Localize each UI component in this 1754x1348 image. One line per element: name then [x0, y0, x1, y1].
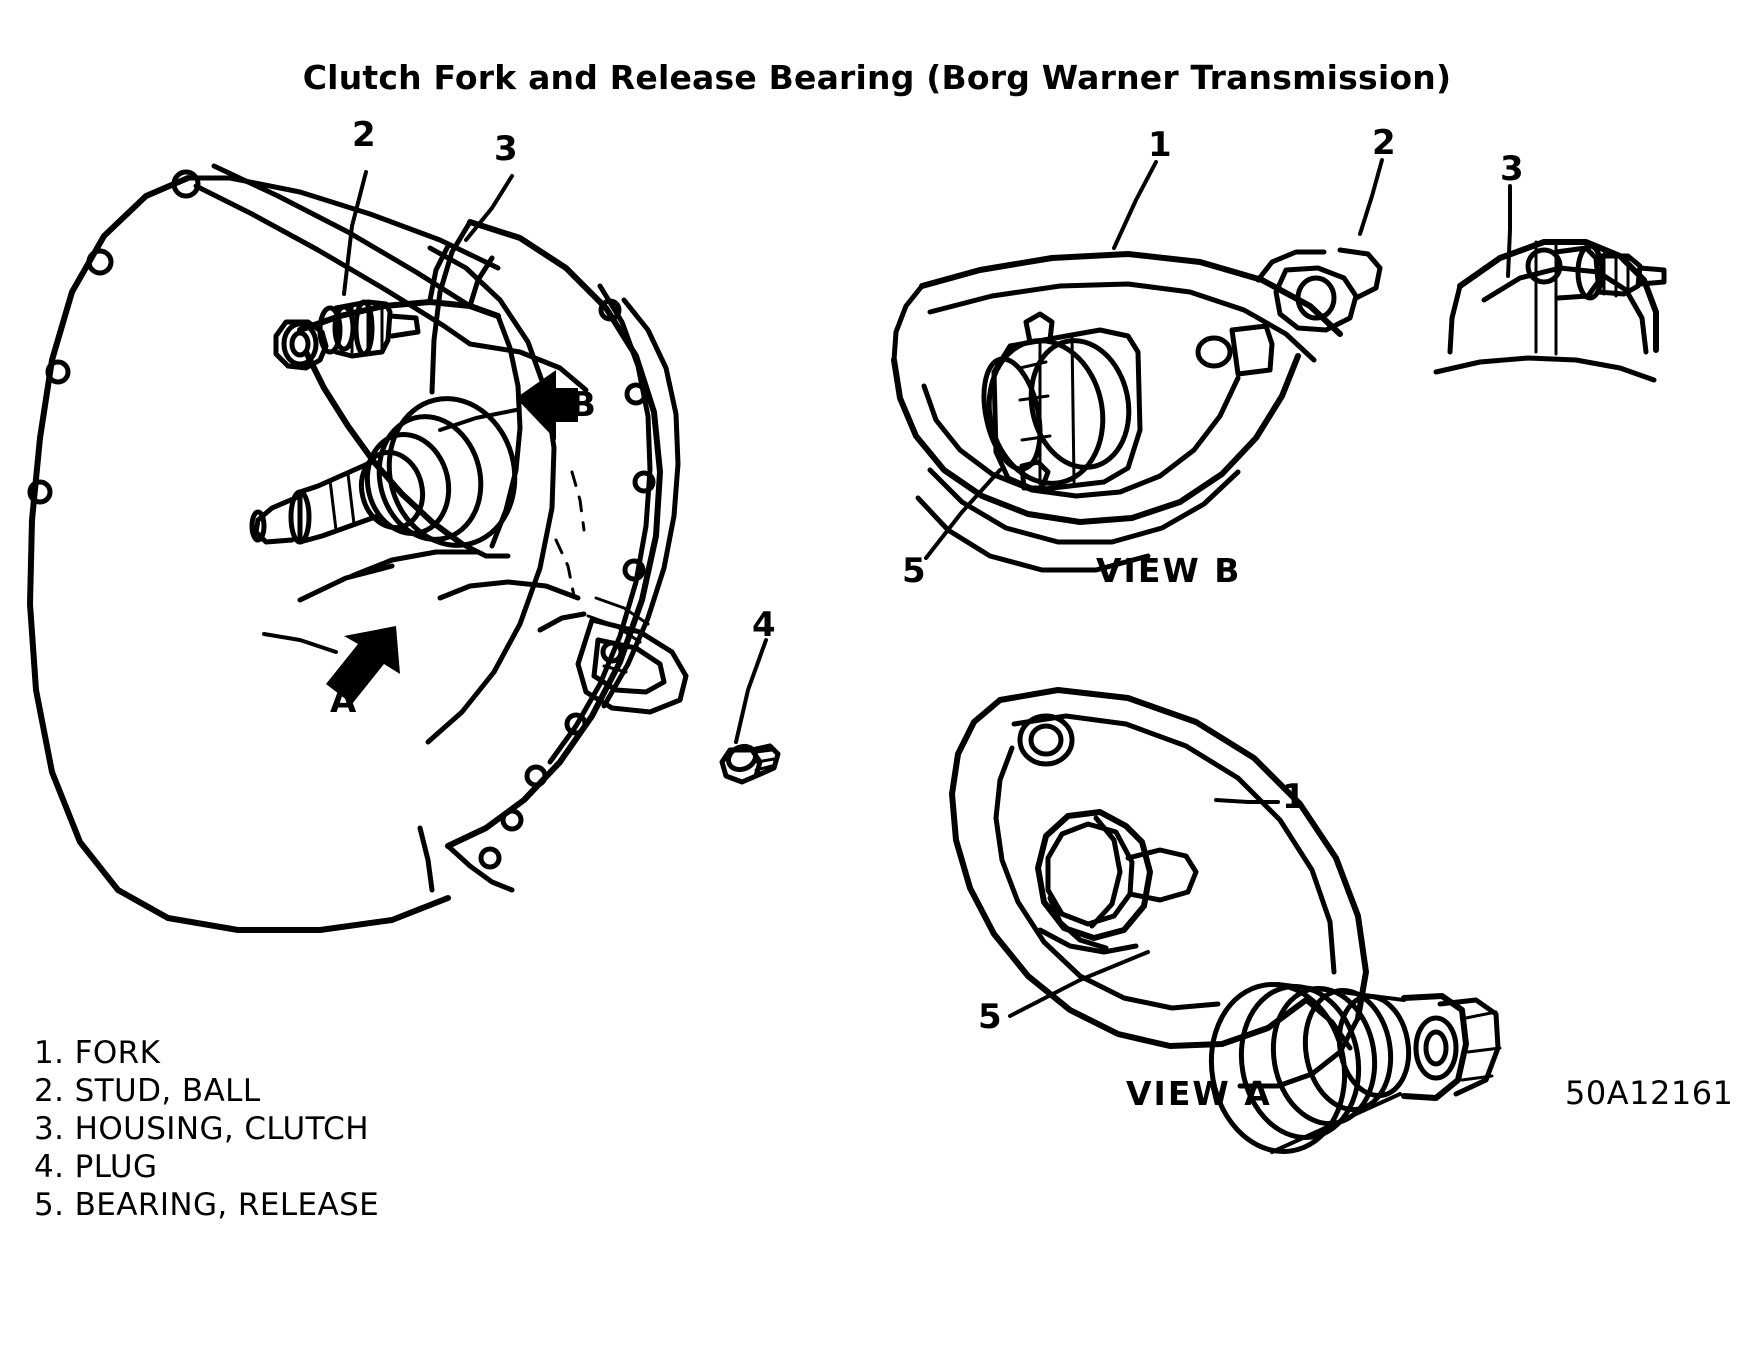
- callout-main-4: 4: [752, 605, 776, 645]
- figure-code: 50A12161: [1565, 1074, 1734, 1112]
- view-b-group: [894, 242, 1664, 570]
- view-a-caption: VIEW A: [1126, 1074, 1272, 1113]
- callout-main-3: 3: [494, 129, 518, 169]
- legend-item: 1. FORK: [34, 1035, 161, 1071]
- section-arrows: [326, 370, 578, 704]
- callout-viewa-1: 1: [1282, 777, 1306, 817]
- legend-item: 3. HOUSING, CLUTCH: [34, 1111, 369, 1147]
- leader-lines: [344, 160, 1510, 1016]
- callout-viewb-3: 3: [1500, 149, 1524, 189]
- section-arrow-label-b: B: [570, 385, 596, 425]
- figure-title: Clutch Fork and Release Bearing (Borg Wa…: [302, 58, 1452, 97]
- view-b-caption: VIEW B: [1096, 551, 1242, 590]
- callout-main-2: 2: [352, 115, 376, 155]
- section-arrow-label-a: A: [330, 681, 357, 721]
- callout-viewb-1: 1: [1148, 125, 1172, 165]
- parts-legend: 1. FORK 2. STUD, BALL 3. HOUSING, CLUTCH…: [34, 1034, 379, 1224]
- section-arrow-tails: [264, 410, 516, 652]
- legend-item: 4. PLUG: [34, 1149, 158, 1185]
- callout-viewa-5: 5: [978, 997, 1002, 1037]
- legend-item: 5. BEARING, RELEASE: [34, 1187, 380, 1223]
- callout-viewb-2: 2: [1372, 123, 1396, 163]
- legend-item: 2. STUD, BALL: [34, 1073, 261, 1109]
- main-view-group: [30, 166, 778, 930]
- callout-viewb-5: 5: [902, 551, 926, 591]
